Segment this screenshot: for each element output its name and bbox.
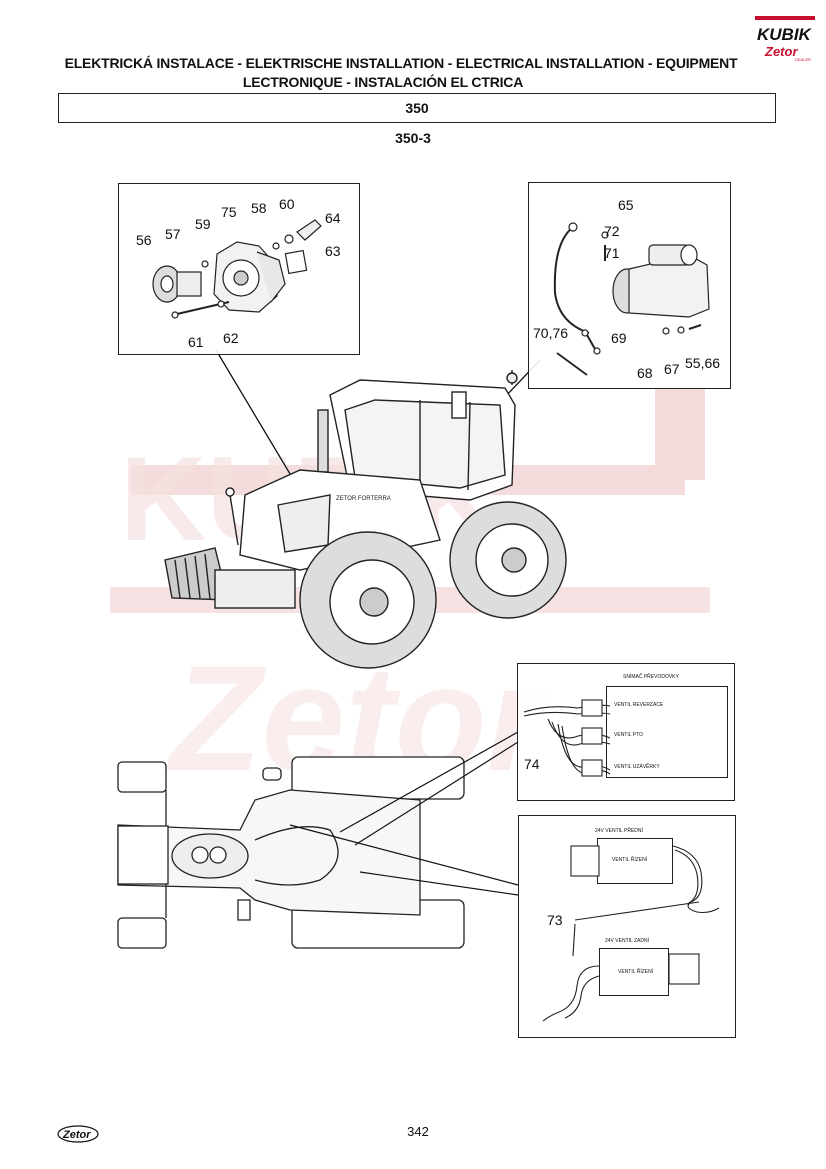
tractor-top-view [117, 756, 465, 949]
harness-wires-top [523, 699, 611, 777]
subsection-number: 350-3 [395, 130, 431, 146]
alternator-illustration [152, 219, 322, 319]
valve-row-1: VENTIL REVERZACE [614, 702, 664, 708]
part-label-62: 62 [223, 330, 239, 346]
valve-header-text: SNÍMAČ PŘEVODOVKY [623, 674, 679, 680]
valve-block [606, 686, 728, 778]
part-label-75: 75 [221, 204, 237, 220]
part-label-73: 73 [547, 912, 563, 928]
page-number: 342 [407, 1124, 429, 1139]
part-label-74: 74 [524, 756, 540, 772]
part-label-69: 69 [611, 330, 627, 346]
section-number-box: 350 [58, 93, 776, 123]
valve-harness-panel-top: SNÍMAČ PŘEVODOVKY VENTIL REVERZACE VENTI… [517, 663, 735, 801]
section-number: 350 [405, 100, 429, 116]
part-label-61: 61 [188, 334, 204, 350]
valve-bottom-caption: 24V VENTIL ZADNÍ [605, 938, 649, 944]
part-label-55-66: 55,66 [685, 355, 721, 371]
valve-top-caption: 24V VENTIL PŘEDNÍ [595, 828, 643, 834]
brand-logo: KUBIK Zetor DEALER [755, 16, 815, 62]
part-label-60: 60 [279, 196, 295, 212]
part-label-65: 65 [618, 197, 634, 213]
valve-bottom-box-label: VENTIL ŘÍZENÍ [618, 969, 654, 975]
page-title-line2: LECTRONIQUE - INSTALACIÓN EL CTRICA [242, 74, 524, 90]
valve-row-3: VENTIL UZÁVĚRKY [614, 764, 660, 770]
brand-logo-subtext: Zetor [764, 44, 798, 59]
harness-wires-bottom [542, 845, 720, 1022]
page-title-line1: ELEKTRICKÁ INSTALACE - ELEKTRISCHE INSTA… [64, 55, 738, 71]
part-label-63: 63 [325, 243, 341, 259]
part-label-67: 67 [664, 361, 680, 377]
valve-harness-panel-bottom: 24V VENTIL PŘEDNÍ VENTIL ŘÍZENÍ 24V VENT… [518, 815, 736, 1038]
part-label-70-76: 70,76 [533, 325, 569, 341]
brand-dealer-text: DEALER [795, 57, 811, 62]
starter-illustration [553, 222, 710, 376]
starter-detail-panel: 65 72 71 70,76 69 68 67 55,66 [528, 182, 731, 389]
part-label-64: 64 [325, 210, 341, 226]
valve-row-2: VENTIL PTO [614, 732, 643, 738]
alternator-detail-panel: 56 57 59 75 58 60 64 63 61 62 [118, 183, 360, 355]
part-label-58: 58 [251, 200, 267, 216]
part-label-59: 59 [195, 216, 211, 232]
part-label-56: 56 [136, 232, 152, 248]
part-label-72: 72 [604, 223, 620, 239]
tractor-hood-text: ZETOR FORTERRA [336, 496, 391, 502]
part-label-57: 57 [165, 226, 181, 242]
brand-logo-text: KUBIK [757, 25, 813, 44]
footer-logo-text: Zetor [62, 1129, 91, 1141]
part-label-68: 68 [637, 365, 653, 381]
footer-zetor-logo: Zetor [56, 1124, 100, 1144]
valve-top-box-label: VENTIL ŘÍZENÍ [612, 857, 648, 863]
part-label-71: 71 [604, 245, 620, 261]
tractor-3d-view [164, 370, 567, 669]
